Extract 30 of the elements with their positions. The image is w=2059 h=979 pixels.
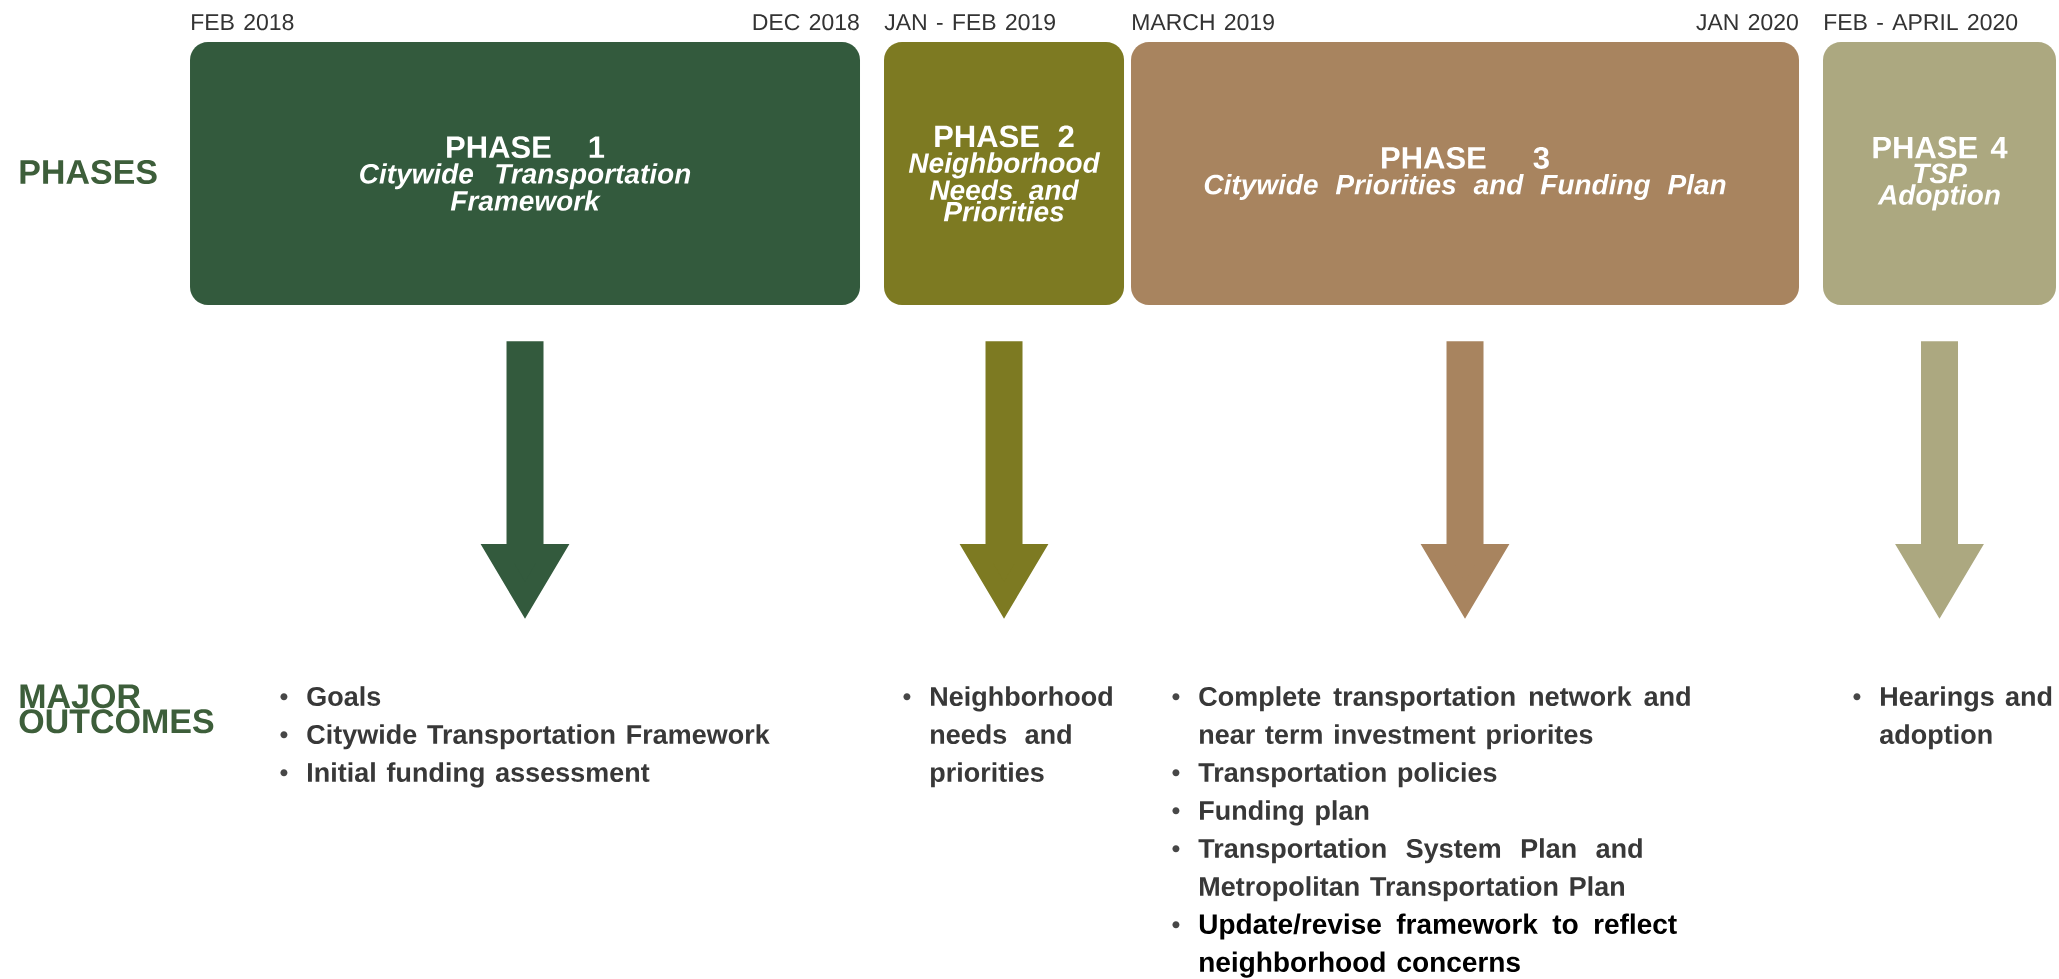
phase-subtitle: Citywide Priorities and Funding Plan xyxy=(1204,173,1726,201)
phase-heading: PHASE 3 xyxy=(1382,146,1549,169)
bullet-item: Hearings and adoption xyxy=(1880,686,2052,750)
phase-box xyxy=(884,42,1124,305)
bullet-item: Neighborhood needs and priorities xyxy=(931,686,1112,788)
date-label: JAN - FEB 2019 xyxy=(884,13,1055,31)
phase-subtitle: TSP Adoption xyxy=(1877,163,2000,211)
bullet-item: Goals xyxy=(307,686,381,707)
phase-heading: PHASE 4 xyxy=(1873,136,2008,159)
date-label: DEC 2018 xyxy=(753,13,859,31)
phase-box xyxy=(1131,42,1799,305)
bullet-item: Funding plan xyxy=(1200,800,1369,826)
bullet-item: Complete transportation network and near term investment priorites xyxy=(1199,686,1690,750)
date-label: JAN 2020 xyxy=(1696,13,1798,31)
row-label: MAJOR OUTCOMES xyxy=(19,684,214,734)
phase-heading: PHASE 2 xyxy=(935,125,1074,148)
bullet-item: Update/revise framework to reflect neighborhood concerns xyxy=(1199,913,1677,978)
date-label: FEB - APRIL 2020 xyxy=(1825,13,2018,31)
date-label: MARCH 2019 xyxy=(1133,13,1274,31)
phase-box xyxy=(190,42,860,305)
phase-box xyxy=(1823,42,2056,305)
date-label: FEB 2018 xyxy=(192,13,294,31)
row-label: PHASES xyxy=(20,159,157,185)
bullet-item: Initial funding assessment xyxy=(308,762,650,788)
bullet-item: Transportation System Plan and Metropolitan Transportation Plan xyxy=(1198,838,1642,902)
bullet-item: Citywide Transportation Framework xyxy=(307,724,770,750)
phase-subtitle: Citywide Transportation Framework xyxy=(360,163,691,211)
phase-heading: PHASE 1 xyxy=(447,136,605,159)
bullet-item: Transportation policies xyxy=(1198,762,1497,788)
phase-subtitle: Neighborhood Needs and Priorities xyxy=(908,152,1101,222)
